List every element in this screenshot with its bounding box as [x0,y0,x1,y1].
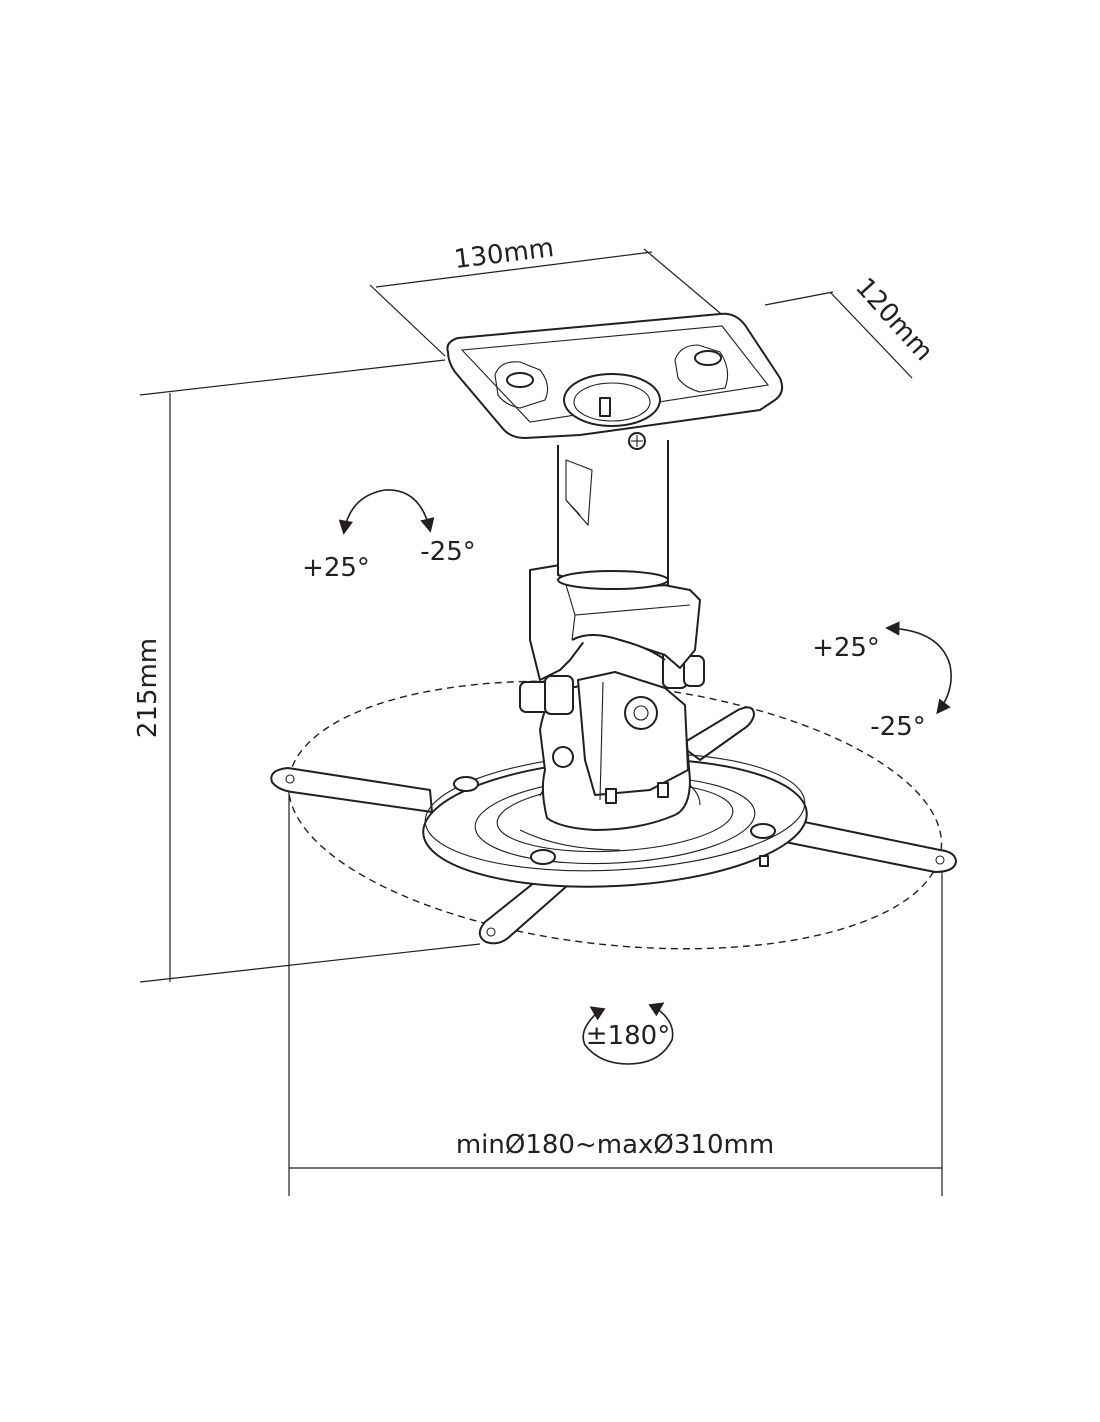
swivel-label: ±180° [586,1021,670,1051]
span-label: minØ180~maxØ310mm [456,1130,774,1160]
dimension-height: 215mm [133,359,481,983]
height-label: 215mm [133,638,163,738]
extension-tube [557,440,669,590]
dimension-span: minØ180~maxØ310mm [288,790,943,1196]
top-depth-label: 120mm [849,272,938,367]
side-tilt-arrow [885,621,952,715]
upper-tilt-plus-label: +25° [302,553,370,583]
upper-yoke [529,564,701,681]
upper-tilt-minus-label: -25° [420,537,475,567]
ceiling-plate [446,312,784,450]
dimension-top-depth: 120mm [764,272,939,379]
lower-tilt-bracket [519,647,705,831]
side-tilt-minus-label: -25° [870,712,925,742]
side-tilt-plus-label: +25° [812,633,880,663]
swivel-arrow [582,1002,674,1065]
top-width-label: 130mm [452,233,555,275]
upper-tilt-arrow [338,489,435,535]
